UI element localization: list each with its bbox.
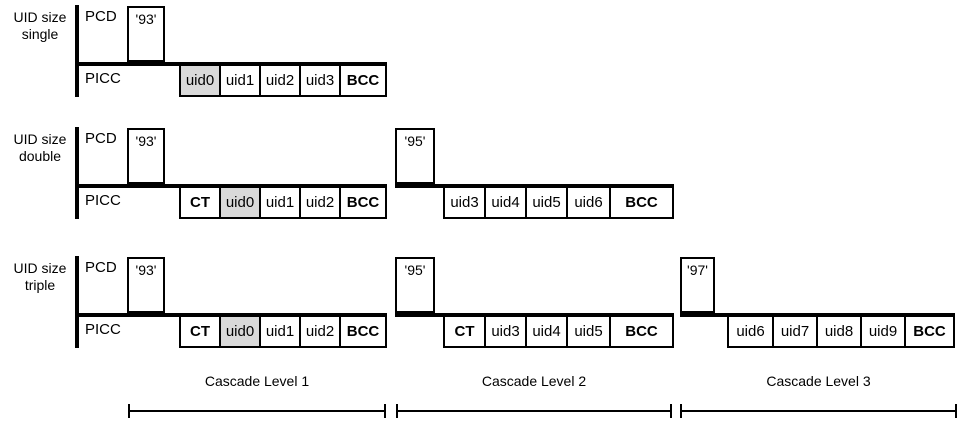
picc-uid-frame: uid6 uid7 uid8 uid9 BCC xyxy=(727,317,955,348)
uid-byte-cell: uid6 xyxy=(566,188,611,219)
bracket-right-tick xyxy=(384,404,386,418)
bcc-cell: BCC xyxy=(339,66,387,97)
pcd-picc-divider-bar xyxy=(75,127,79,219)
bcc-cell: BCC xyxy=(904,317,955,348)
uid-size-label-line1: UID size xyxy=(13,9,67,25)
uid-byte-cell: uid4 xyxy=(484,188,527,219)
uid-byte-cell: uid1 xyxy=(259,188,301,219)
uid-byte-cell: uid4 xyxy=(525,317,568,348)
bracket-line xyxy=(128,410,386,412)
bracket-right-tick xyxy=(955,404,957,418)
cascade-level-2-span-bracket xyxy=(396,404,672,418)
pcd-label: PCD xyxy=(85,259,117,276)
pcd-label: PCD xyxy=(85,8,117,25)
pcd-picc-divider-bar xyxy=(75,5,79,97)
uid-size-label-line2: double xyxy=(18,148,62,164)
picc-frame-baseline xyxy=(680,313,955,317)
bracket-right-tick xyxy=(670,404,672,418)
cascade-level-2-label: Cascade Level 2 xyxy=(481,373,587,389)
pcd-picc-divider-bar xyxy=(75,256,79,348)
uid-byte-cell: uid1 xyxy=(259,317,301,348)
uid-byte-cell: uid3 xyxy=(299,66,341,97)
select-code-box-93: '93' xyxy=(127,128,165,184)
picc-frame-baseline xyxy=(75,313,387,317)
uid-size-label-line2: triple xyxy=(24,277,56,293)
uid-byte-cell: uid0 xyxy=(219,317,261,348)
bcc-cell: BCC xyxy=(609,317,674,348)
uid-byte-cell: uid7 xyxy=(772,317,818,348)
pcd-label: PCD xyxy=(85,130,117,147)
picc-uid-frame: uid3 uid4 uid5 uid6 BCC xyxy=(443,188,674,219)
ct-cell: CT xyxy=(443,317,486,348)
uid-size-label: UID size single xyxy=(4,9,76,43)
picc-frame-baseline xyxy=(395,184,674,188)
bcc-cell: BCC xyxy=(609,188,674,219)
picc-uid-frame: CT uid3 uid4 uid5 BCC xyxy=(443,317,674,348)
picc-label: PICC xyxy=(85,321,121,338)
bcc-cell: BCC xyxy=(339,188,387,219)
select-code-box-97: '97' xyxy=(680,257,715,313)
picc-frame-baseline xyxy=(395,313,674,317)
cascade-level-1-span-bracket xyxy=(128,404,386,418)
uid-byte-cell: uid2 xyxy=(299,188,341,219)
cascade-level-3-label: Cascade Level 3 xyxy=(766,373,871,389)
select-code-box-95: '95' xyxy=(395,257,435,313)
uid-size-label: UID size double xyxy=(4,131,76,165)
uid-byte-cell: uid5 xyxy=(525,188,568,219)
uid-byte-cell: uid0 xyxy=(179,66,221,97)
cascade-level-3-span-bracket xyxy=(680,404,957,418)
picc-uid-frame: uid0 uid1 uid2 uid3 BCC xyxy=(179,66,387,97)
picc-label: PICC xyxy=(85,192,121,209)
bracket-line xyxy=(396,410,672,412)
uid-size-label-line1: UID size xyxy=(13,260,67,276)
uid-byte-cell: uid2 xyxy=(259,66,301,97)
picc-uid-frame: CT uid0 uid1 uid2 BCC xyxy=(179,188,387,219)
picc-uid-frame: CT uid0 uid1 uid2 BCC xyxy=(179,317,387,348)
ct-cell: CT xyxy=(179,188,221,219)
uid-byte-cell: uid9 xyxy=(860,317,906,348)
picc-frame-baseline xyxy=(75,62,387,66)
uid-byte-cell: uid3 xyxy=(443,188,486,219)
picc-label: PICC xyxy=(85,70,121,87)
bcc-cell: BCC xyxy=(339,317,387,348)
uid-byte-cell: uid0 xyxy=(219,188,261,219)
select-code-box-95: '95' xyxy=(395,128,435,184)
select-code-box-93: '93' xyxy=(127,257,165,313)
uid-byte-cell: uid3 xyxy=(484,317,527,348)
uid-byte-cell: uid2 xyxy=(299,317,341,348)
uid-size-label-line1: UID size xyxy=(13,131,67,147)
uid-byte-cell: uid6 xyxy=(727,317,774,348)
select-code-box-93: '93' xyxy=(127,6,165,62)
uid-size-label-line2: single xyxy=(21,26,59,42)
picc-frame-baseline xyxy=(75,184,387,188)
uid-size-label: UID size triple xyxy=(4,260,76,294)
ct-cell: CT xyxy=(179,317,221,348)
cascade-level-1-label: Cascade Level 1 xyxy=(204,373,310,389)
bracket-line xyxy=(680,410,957,412)
uid-byte-cell: uid5 xyxy=(566,317,611,348)
uid-byte-cell: uid8 xyxy=(816,317,862,348)
uid-byte-cell: uid1 xyxy=(219,66,261,97)
